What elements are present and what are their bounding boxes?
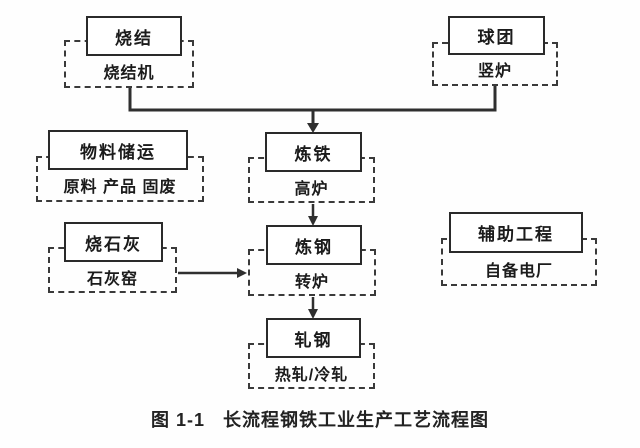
sinter-sub-label: 烧结机 xyxy=(103,65,155,82)
connector-sinter-pellet-merge xyxy=(128,86,497,112)
rolling-title-box: 轧钢 xyxy=(266,318,361,358)
steelmaking-sub-label: 转炉 xyxy=(294,273,329,291)
sinter-title: 烧结 xyxy=(115,28,153,48)
sinter-title-box: 烧结 xyxy=(86,16,182,56)
figure-caption: 图 1-1 长流程钢铁工业生产工艺流程图 xyxy=(0,406,640,432)
material-title-box: 物料储运 xyxy=(48,130,188,170)
ironmaking-title: 炼铁 xyxy=(294,144,333,164)
auxiliary-title: 辅助工程 xyxy=(478,225,554,244)
figure-caption-label: 图 1-1 xyxy=(150,410,206,430)
pellet-sub-label: 竖炉 xyxy=(477,63,512,80)
figure-caption-title: 长流程钢铁工业生产工艺流程图 xyxy=(223,410,490,430)
pellet-title: 球团 xyxy=(477,28,516,47)
steelmaking-title: 炼钢 xyxy=(295,237,333,257)
lime-sub-label: 石灰窑 xyxy=(86,270,138,288)
rolling-title: 轧钢 xyxy=(294,330,333,350)
ironmaking-title-box: 炼铁 xyxy=(265,132,362,172)
auxiliary-sub-label: 自备电厂 xyxy=(484,262,553,280)
rolling-sub-label: 热轧/冷轧 xyxy=(274,366,349,384)
pellet-title-box: 球团 xyxy=(448,16,545,55)
lime-title-box: 烧石灰 xyxy=(64,222,163,262)
steelmaking-title-box: 炼钢 xyxy=(266,225,362,265)
material-sub-label: 原料 产品 固废 xyxy=(63,179,177,196)
arrow-lime-to-steelmaking-head xyxy=(237,268,247,278)
ironmaking-sub-label: 高炉 xyxy=(294,180,329,198)
auxiliary-title-box: 辅助工程 xyxy=(449,212,583,253)
lime-title: 烧石灰 xyxy=(85,234,142,254)
material-title: 物料储运 xyxy=(80,142,156,162)
